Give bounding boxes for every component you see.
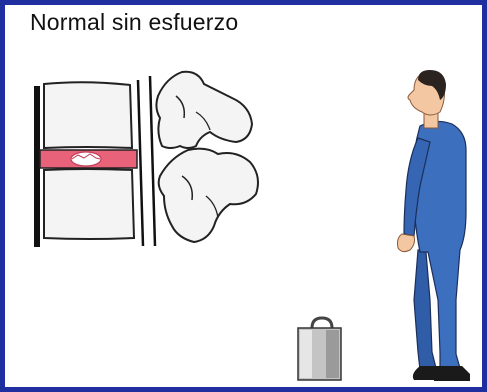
ligamentum-flavum [148,75,157,247]
upper-spinous-process [155,70,254,149]
hand [397,233,415,253]
lower-vertebral-body [43,168,136,240]
upper-vertebral-body [43,81,134,150]
lower-spinous-process [157,147,259,244]
hair [418,70,446,100]
standing-man-figure [397,70,470,381]
front-shoe [433,366,470,381]
nucleus-pulposus [70,151,102,167]
posterior-ligament [136,79,145,247]
spine-segment [34,70,259,247]
diagram-title: Normal sin esfuerzo [30,9,239,35]
weight-bag-icon [297,316,342,381]
